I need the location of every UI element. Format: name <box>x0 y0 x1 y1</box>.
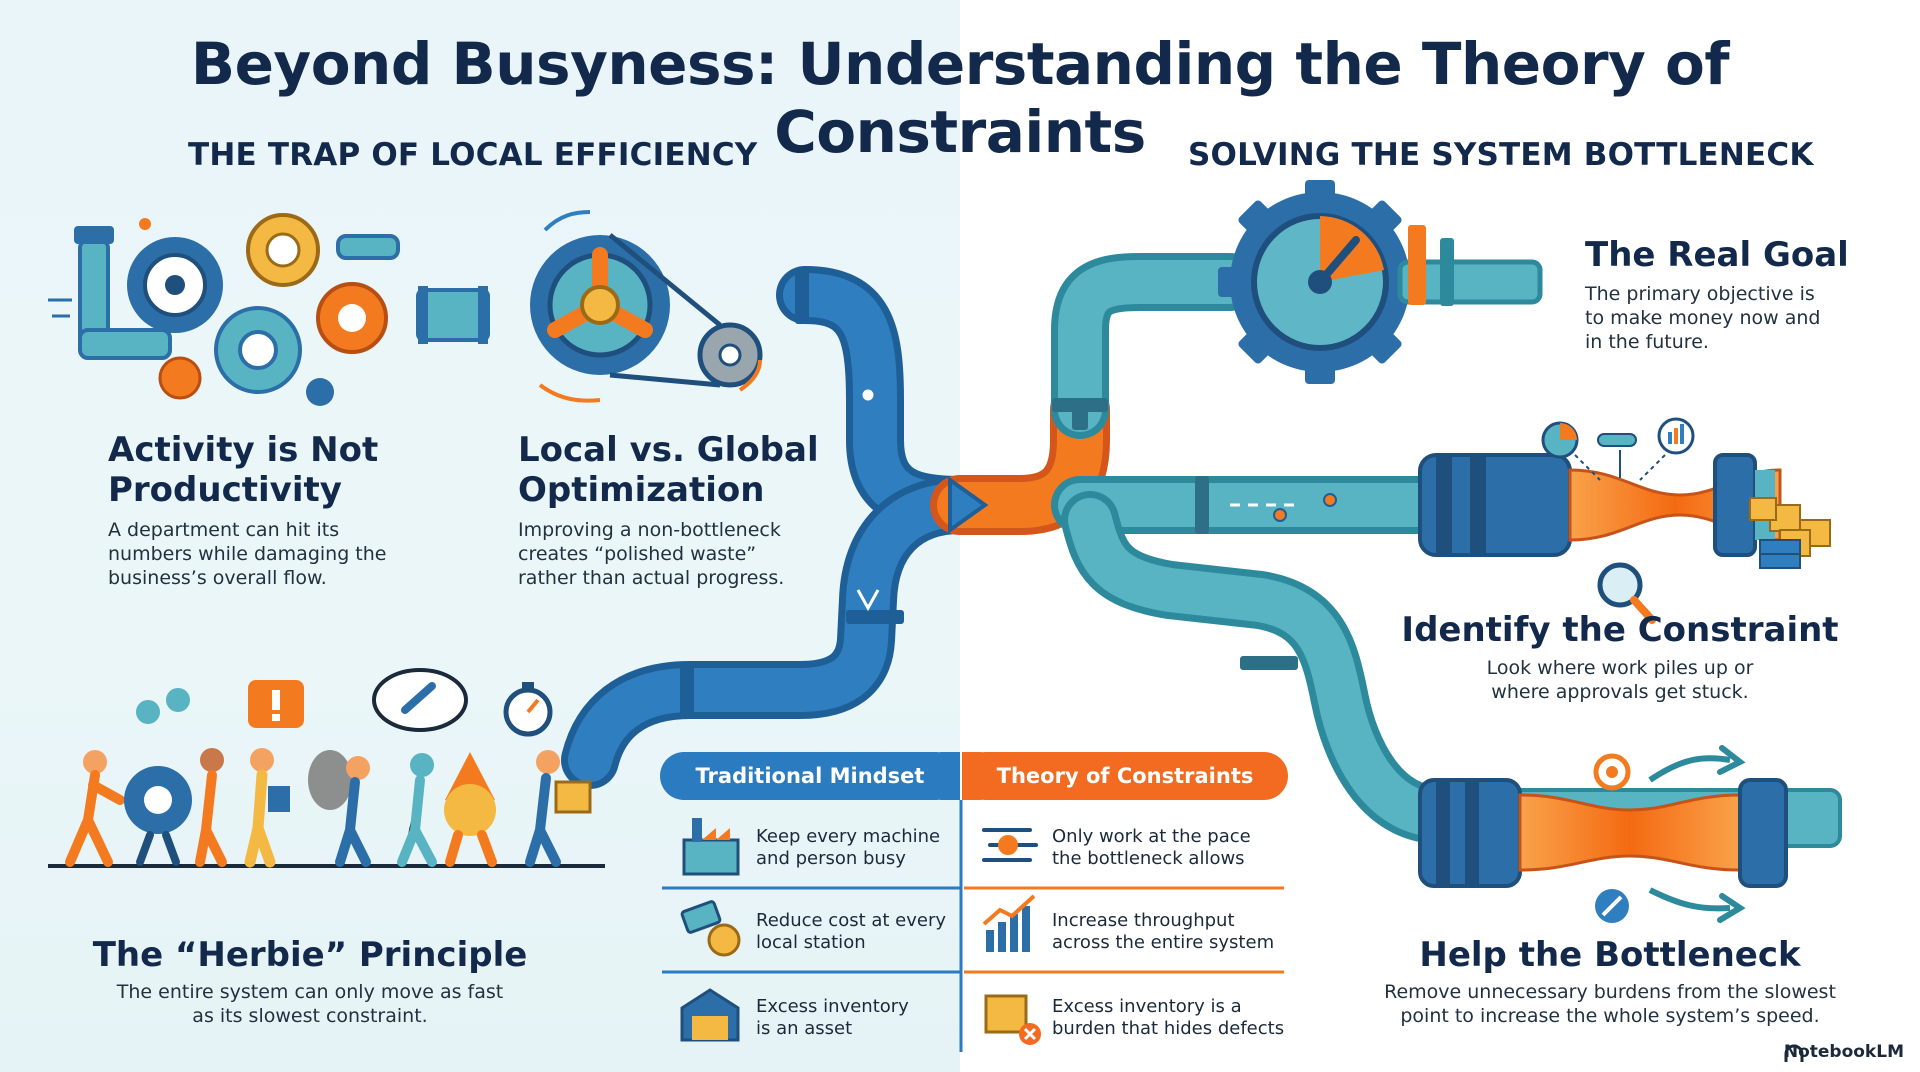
activity-card-title-line2: Productivity <box>108 470 342 510</box>
table-cell-line: Increase throughput <box>1052 910 1235 931</box>
marching-people-icon <box>48 668 605 868</box>
table-cell-line: across the entire system <box>1052 932 1275 953</box>
table-cell-line: Only work at the pace <box>1052 826 1251 847</box>
activity-card-body-line: business’s overall flow. <box>108 567 327 589</box>
traditional-row-2: Reduce cost at every local station <box>756 910 946 954</box>
money-icon <box>680 900 741 957</box>
left-background <box>0 0 960 1072</box>
identify-constraint-body: Look where work piles up or where approv… <box>1380 656 1860 704</box>
widened-pipe-icon <box>1418 745 1842 923</box>
optimization-card-body-line: creates “polished waste” <box>518 543 757 565</box>
real-goal-title: The Real Goal <box>1585 235 1849 275</box>
identify-constraint-body-line: where approvals get stuck. <box>1491 681 1749 703</box>
warehouse-icon <box>680 988 740 1042</box>
optimization-card-title-line1: Local vs. Global <box>518 430 819 470</box>
real-goal-body-line: The primary objective is <box>1585 283 1815 305</box>
pipe-flanges <box>680 268 1298 718</box>
toc-row-1: Only work at the pace the bottleneck all… <box>1052 826 1251 870</box>
toc-header: Theory of Constraints (TOC) <box>996 764 1254 836</box>
pipe-network <box>561 253 1469 844</box>
left-section-heading: THE TRAP OF LOCAL EFFICIENCY <box>188 137 758 173</box>
herbie-card-title: The “Herbie” Principle <box>92 935 528 975</box>
real-goal-body-line: in the future. <box>1585 331 1709 353</box>
table-cell-line: Reduce cost at every <box>756 910 947 931</box>
table-cell-line: is an asset <box>756 1018 853 1039</box>
gauge-gear-icon <box>1218 180 1543 384</box>
growth-chart-icon <box>982 894 1036 952</box>
table-cell-line: Excess inventory <box>756 996 909 1017</box>
activity-card-body-line: A department can hit its <box>108 519 340 541</box>
right-section-heading: SOLVING THE SYSTEM BOTTLENECK <box>1188 137 1814 173</box>
herbie-card-body-line: as its slowest constraint. <box>192 1005 428 1027</box>
help-bottleneck-title: Help the Bottleneck <box>1419 935 1801 975</box>
polished-gear-icon <box>530 210 763 403</box>
activity-card-body: A department can hit its numbers while d… <box>108 518 386 590</box>
metrics-icons <box>1541 417 1695 481</box>
table-cell-line: the bottleneck allows <box>1052 848 1245 869</box>
pace-arrows-icon <box>982 828 1038 862</box>
factory-icon <box>682 818 740 876</box>
traditional-row-1: Keep every machine and person busy <box>756 826 940 870</box>
help-bottleneck-body-line: point to increase the whole system’s spe… <box>1400 1005 1820 1027</box>
comparison-table-frame <box>660 752 1288 1052</box>
constraint-pipe-icon <box>1418 453 1831 569</box>
toc-row-3: Excess inventory is a burden that hides … <box>1052 996 1284 1040</box>
optimization-card-title: Local vs. Global Optimization <box>518 430 819 510</box>
optimization-card-body: Improving a non-bottleneck creates “poli… <box>518 518 784 590</box>
help-bottleneck-body: Remove unnecessary burdens from the slow… <box>1350 980 1870 1028</box>
herbie-card-body-line: The entire system can only move as fast <box>116 981 504 1003</box>
gears-icon <box>48 213 490 406</box>
identify-constraint-title: Identify the Constraint <box>1401 610 1839 650</box>
box-defect-icon <box>984 994 1041 1045</box>
table-cell-line: burden that hides defects <box>1052 1018 1285 1039</box>
traditional-mindset-header: Traditional Mindset <box>695 764 925 788</box>
magnifier-icon <box>1597 562 1656 624</box>
help-bottleneck-body-line: Remove unnecessary burdens from the slow… <box>1384 981 1836 1003</box>
activity-card-body-line: numbers while damaging the <box>108 543 387 565</box>
flow-arrows <box>856 389 1337 612</box>
table-cell-line: and person busy <box>756 848 906 869</box>
activity-card-title: Activity is Not Productivity <box>108 430 378 510</box>
table-cell-line: Keep every machine <box>756 826 941 847</box>
notebooklm-logo-icon <box>1784 1044 1804 1062</box>
optimization-card-body-line: Improving a non-bottleneck <box>518 519 781 541</box>
identify-constraint-body-line: Look where work piles up or <box>1486 657 1754 679</box>
real-goal-body-line: to make money now and <box>1585 307 1821 329</box>
brand-label: NotebookLM <box>1783 1042 1904 1062</box>
toc-row-2: Increase throughput across the entire sy… <box>1052 910 1274 954</box>
optimization-card-body-line: rather than actual progress. <box>518 567 785 589</box>
table-cell-line: Excess inventory is a <box>1052 996 1242 1017</box>
table-cell-line: local station <box>756 932 866 953</box>
herbie-card-body: The entire system can only move as fast … <box>60 980 560 1028</box>
activity-card-title-line1: Activity is Not <box>108 430 379 470</box>
page-title: Beyond Busyness: Understanding the Theor… <box>190 30 1730 166</box>
optimization-card-title-line2: Optimization <box>518 470 765 510</box>
real-goal-body: The primary objective is to make money n… <box>1585 282 1820 354</box>
traditional-row-3: Excess inventory is an asset <box>756 996 909 1040</box>
